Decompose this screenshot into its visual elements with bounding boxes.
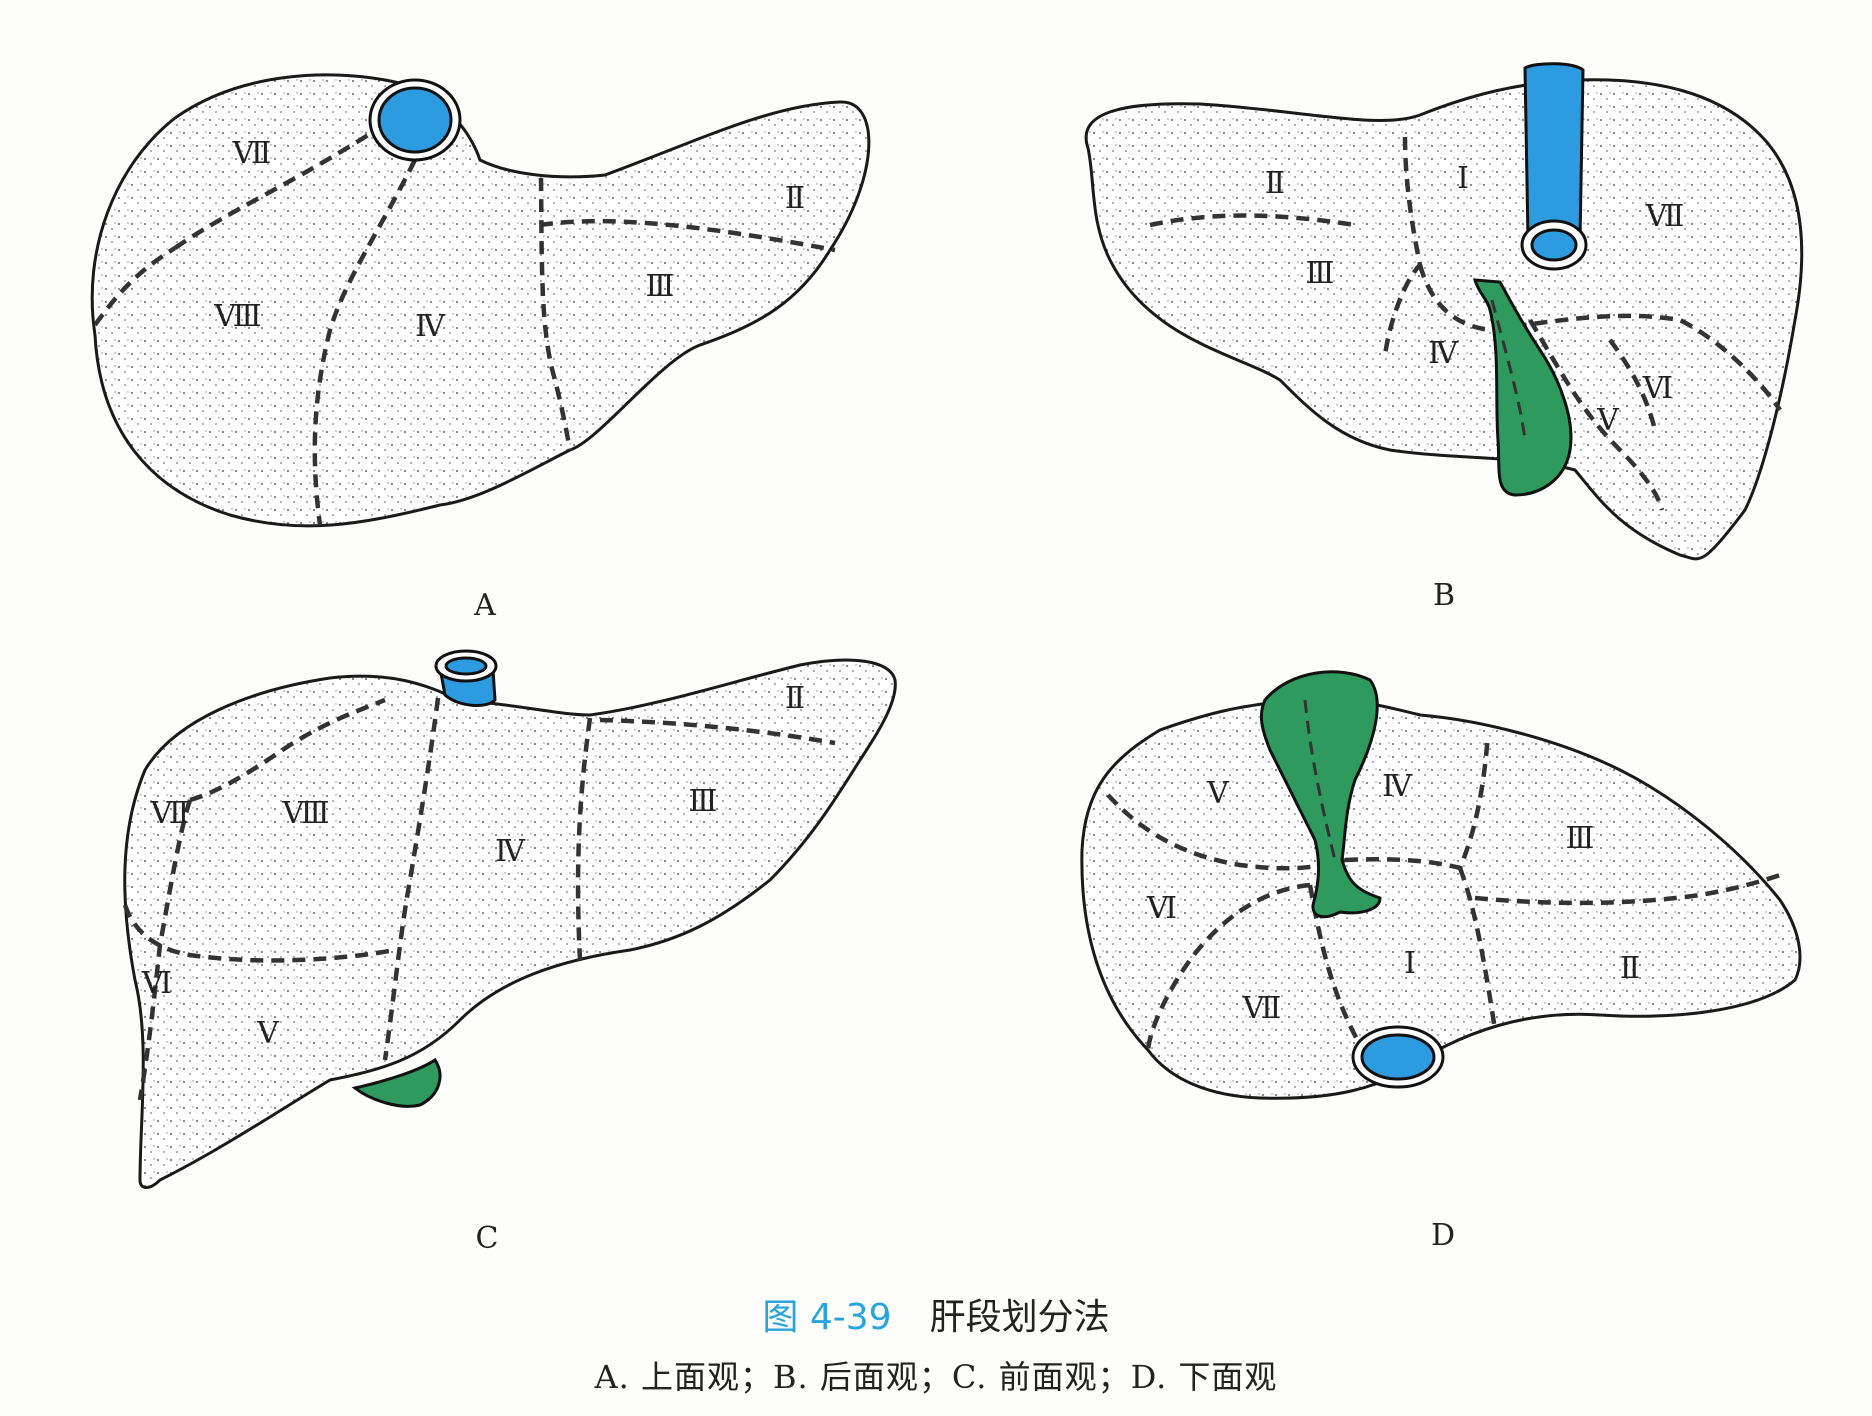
panel-b-segment-v: Ⅴ [1596, 403, 1620, 438]
panel-a-segment-line [173, 128, 378, 250]
panel-a-segment-line [539, 218, 836, 253]
panel-b-vena-cava-lumen [1530, 228, 1578, 262]
panel-d-segment-i: Ⅰ [1404, 946, 1416, 981]
panel-a-letter: A [473, 588, 496, 623]
panel-d-segment-iii: Ⅲ [1566, 821, 1595, 856]
panel-b-segment-iii: Ⅲ [1306, 256, 1335, 291]
panel-d-segment-line [1457, 867, 1498, 1031]
panel-a-superior-view: Ⅶ Ⅱ Ⅷ Ⅳ Ⅲ A [90, 73, 871, 623]
panel-b-segment-line [1149, 213, 1356, 228]
panel-c-segment-line [599, 717, 836, 746]
panel-d-segment-line [1145, 882, 1311, 1051]
figure-caption-subtitle: A. 上面观；B. 后面观；C. 前面观；D. 下面观 [594, 1358, 1278, 1396]
panel-d-segment-ii: Ⅱ [1620, 951, 1640, 986]
panel-b-liver-outline [1084, 78, 1804, 561]
panel-c-segment-line [382, 697, 441, 1061]
figure-caption-title: 图 4-39 肝段划分法 [0, 1288, 1872, 1340]
panel-c-segment-v: Ⅴ [256, 1016, 280, 1051]
panel-d-segment-line [1474, 872, 1781, 906]
figure-title: 肝段划分法 [929, 1297, 1110, 1338]
panel-c-gallbladder [351, 1057, 442, 1108]
panel-c-segment-iv: Ⅳ [495, 834, 526, 869]
panel-c-letter: C [476, 1221, 499, 1256]
panel-c-liver-outline [123, 658, 897, 1189]
panel-b-segment-line [1528, 318, 1665, 511]
panel-b-segment-ii: Ⅱ [1265, 166, 1285, 201]
panel-b-letter: B [1433, 578, 1455, 613]
panel-a-segment-iv: Ⅳ [415, 309, 446, 344]
panel-c-segment-ii: Ⅱ [785, 681, 805, 716]
panel-d-segment-line [1344, 734, 1491, 871]
panel-c-segment-line [189, 697, 386, 803]
panel-b-segment-line [1382, 136, 1423, 356]
panel-b-segment-vi: Ⅵ [1642, 371, 1673, 406]
panel-d-segment-v: Ⅴ [1206, 776, 1230, 811]
panel-a-segment-line [312, 158, 418, 526]
panel-d-segment-line [1106, 793, 1346, 871]
panel-a-segment-vii: Ⅶ [232, 136, 272, 171]
panel-a-segment-viii: Ⅷ [213, 299, 261, 334]
panel-d-segment-vii: Ⅶ [1242, 991, 1282, 1026]
panel-c-segment-line [122, 904, 396, 963]
panel-a-segment-ii: Ⅱ [785, 181, 805, 216]
panel-b-segment-line [1608, 338, 1658, 431]
panel-d-vena-cava [1360, 1033, 1436, 1081]
panel-a-segment-iii: Ⅲ [646, 269, 675, 304]
panel-a-liver-outline [90, 73, 871, 528]
panel-c-segment-vii: Ⅶ [150, 796, 190, 831]
panel-c-segment-viii: Ⅷ [281, 796, 329, 831]
panel-a-segment-line [538, 177, 573, 451]
panel-b-posterior-view: Ⅱ Ⅰ Ⅶ Ⅲ Ⅳ Ⅵ Ⅴ B [1084, 62, 1804, 613]
panel-d-liver-outline [1080, 697, 1802, 1100]
panel-b-segment-iv: Ⅳ [1428, 336, 1459, 371]
panel-d-segment-vi: Ⅵ [1146, 891, 1177, 926]
panel-a-vena-cava [377, 86, 453, 154]
panel-d-inferior-view: Ⅴ Ⅳ Ⅲ Ⅵ Ⅰ Ⅱ Ⅶ D [1080, 670, 1802, 1253]
panel-b-segment-vii: Ⅶ [1645, 199, 1685, 234]
figure-number: 图 4-39 [762, 1297, 892, 1338]
panel-c-segment-line [575, 717, 593, 961]
panel-c-segment-vi: Ⅵ [141, 966, 172, 1001]
panel-b-segment-line [1417, 264, 1782, 412]
panel-d-letter: D [1431, 1218, 1455, 1253]
panel-b-gallbladder [1473, 278, 1573, 497]
panel-c-vena-cava-lumen [444, 656, 488, 676]
panel-d-segment-iv: Ⅳ [1382, 769, 1413, 804]
panel-c-segment-iii: Ⅲ [689, 784, 718, 819]
panel-b-gallbladder-axis [1490, 299, 1527, 441]
panel-b-segment-i: Ⅰ [1457, 161, 1469, 196]
panel-c-anterior-view: Ⅱ Ⅶ Ⅷ Ⅲ Ⅳ Ⅵ Ⅴ C [122, 649, 897, 1256]
